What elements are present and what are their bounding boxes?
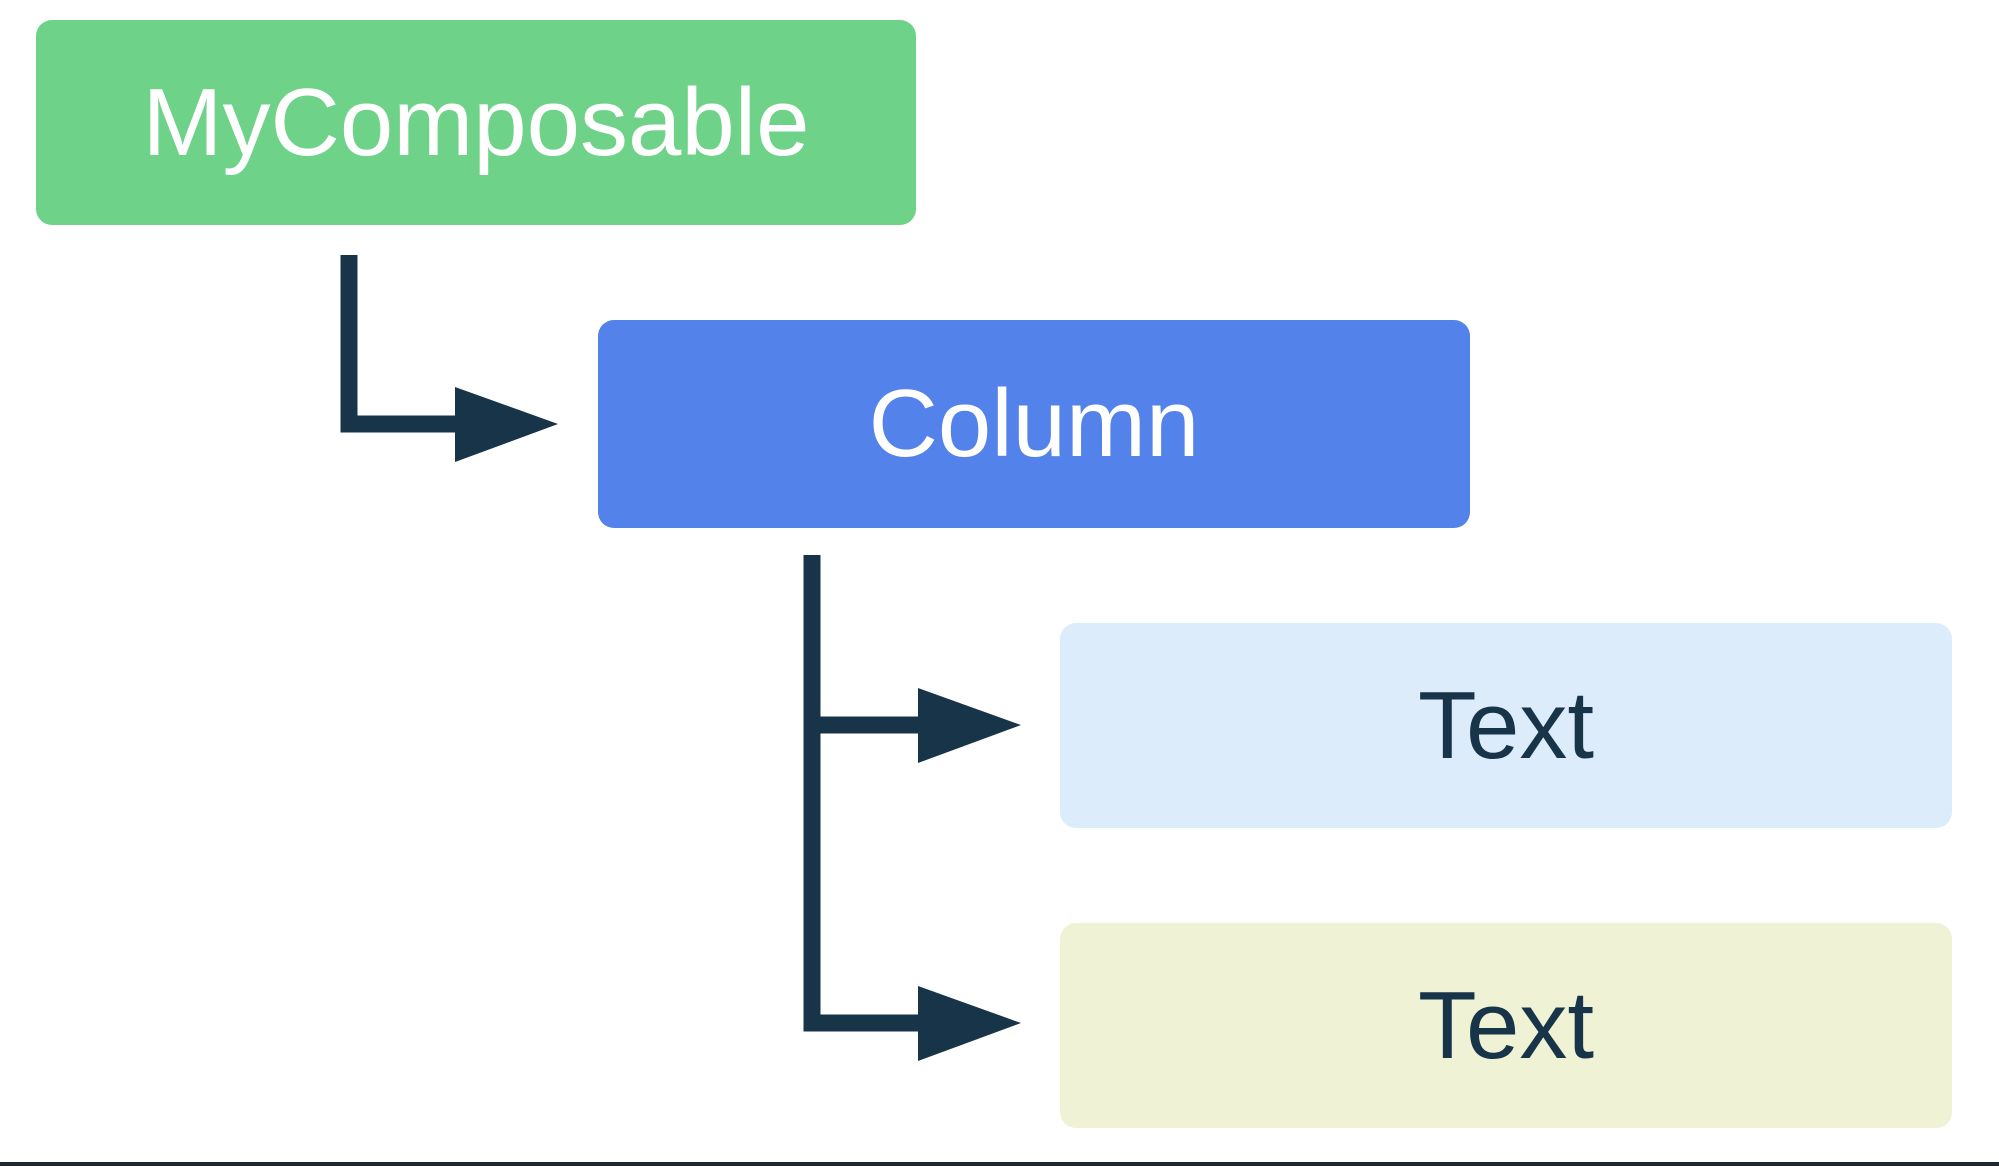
edge-root-to-column [340, 255, 558, 462]
arrowhead-root-to-column [455, 387, 558, 462]
edge-column-to-text-1-line [803, 555, 925, 734]
edge-column-to-text-1 [803, 555, 1021, 763]
node-column-label: Column [868, 370, 1200, 477]
node-text-second[interactable]: Text [1060, 923, 1952, 1128]
edge-column-to-text-2 [803, 555, 1021, 1061]
edge-root-to-column-line [340, 255, 462, 433]
node-column[interactable]: Column [598, 320, 1470, 528]
node-text-first-label: Text [1417, 671, 1595, 779]
bottom-divider [0, 1162, 1999, 1166]
node-text-second-label: Text [1417, 971, 1595, 1079]
node-my-composable[interactable]: MyComposable [36, 20, 916, 225]
node-text-first[interactable]: Text [1060, 623, 1952, 828]
edge-column-to-text-2-line [803, 555, 925, 1032]
node-my-composable-label: MyComposable [142, 68, 810, 176]
arrowhead-column-to-text-2 [918, 986, 1021, 1061]
arrowhead-column-to-text-1 [918, 688, 1021, 763]
